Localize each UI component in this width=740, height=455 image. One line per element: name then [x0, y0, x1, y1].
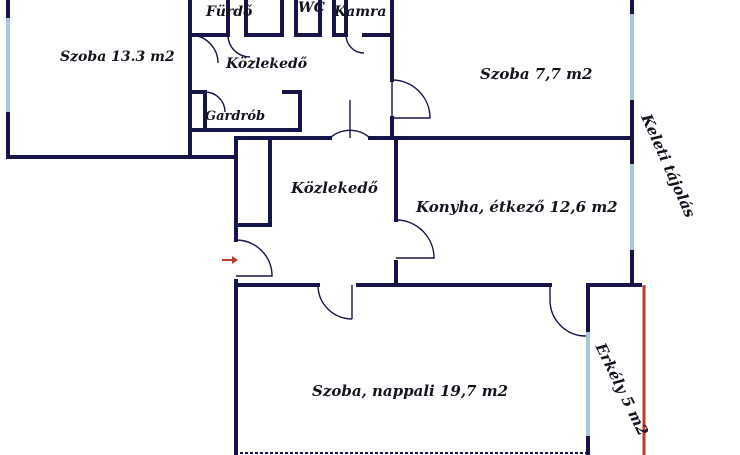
door-swing [391, 79, 431, 119]
room-label-szoba-jobb: Szoba 7,7 m2 [480, 65, 593, 83]
room-label-kamra: Kamra [334, 4, 387, 20]
room-label-kozlekedo-also: Közlekedő [291, 179, 378, 197]
door-swing [317, 284, 353, 320]
doors [189, 34, 587, 337]
room-label-szoba-bal: Szoba 13.3 m2 [60, 49, 175, 65]
room-label-wc: WC [298, 0, 325, 16]
room-label-gardrob: Gardrób [205, 109, 266, 124]
walls [6, 0, 642, 455]
door-swing [549, 299, 587, 337]
room-label-konyha: Konyha, étkező 12,6 m2 [416, 198, 618, 216]
windows [6, 14, 634, 436]
door-swing [227, 34, 251, 58]
door-swing [189, 34, 219, 64]
door-swing [204, 91, 226, 113]
door-swing [345, 34, 365, 54]
room-label-nappali: Szoba, nappali 19,7 m2 [312, 382, 509, 400]
room-label-furdo: Fürdő [206, 4, 253, 20]
door-swing [235, 239, 273, 277]
door-swing [395, 219, 435, 259]
entrance-arrow-icon [222, 256, 238, 264]
room-label-kozlekedo-felso: Közlekedő [226, 56, 308, 72]
